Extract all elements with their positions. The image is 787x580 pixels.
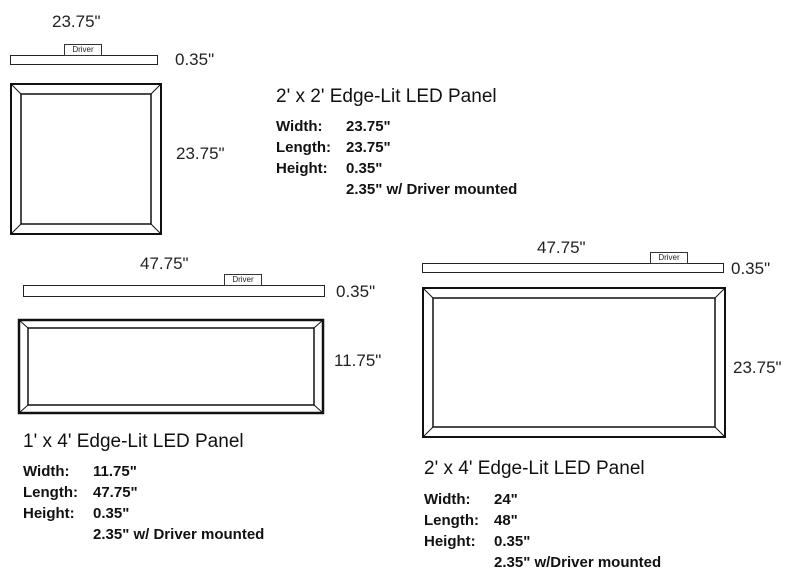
spec-height-driver: 2.35" w/ Driver mounted <box>93 526 265 543</box>
side-profile-bar <box>23 285 325 297</box>
spec-length: Length:48" <box>424 512 518 529</box>
length-dimension-label: 11.75" <box>334 351 382 370</box>
side-profile-bar <box>10 55 158 65</box>
width-dimension-label: 47.75" <box>140 254 189 273</box>
spec-list: Width:23.75" Length:23.75" Height:0.35" … <box>276 116 517 200</box>
driver-box: Driver <box>224 274 262 286</box>
spec-width: Width:11.75" <box>23 463 137 480</box>
driver-box: Driver <box>650 252 688 264</box>
spec-height-driver: 2.35" w/ Driver mounted <box>346 181 518 198</box>
panel-title: 1' x 4' Edge-Lit LED Panel <box>23 431 244 452</box>
panel-title: 2' x 2' Edge-Lit LED Panel <box>276 86 497 107</box>
spec-height-driver: 2.35" w/Driver mounted <box>494 554 662 571</box>
spec-width: Width:23.75" <box>276 118 391 135</box>
panel-top-view <box>10 83 162 235</box>
length-dimension-label: 23.75" <box>176 144 225 163</box>
length-dimension-label: 23.75" <box>733 358 782 377</box>
spec-width: Width:24" <box>424 491 518 508</box>
panel-title: 2' x 4' Edge-Lit LED Panel <box>424 458 645 479</box>
spec-height: Height:0.35" <box>276 160 383 177</box>
width-dimension-label: 23.75" <box>52 12 101 31</box>
spec-height: Height:0.35" <box>424 533 531 550</box>
height-dimension-label: 0.35" <box>336 282 376 301</box>
panel-top-view <box>422 287 726 438</box>
driver-box: Driver <box>64 44 102 56</box>
side-profile-bar <box>422 263 724 273</box>
spec-list: Width:11.75" Length:47.75" Height:0.35" … <box>23 461 264 545</box>
spec-length: Length:23.75" <box>276 139 391 156</box>
spec-height: Height:0.35" <box>23 505 130 522</box>
spec-length: Length:47.75" <box>23 484 138 501</box>
spec-list: Width:24" Length:48" Height:0.35" 2.35" … <box>424 489 661 573</box>
height-dimension-label: 0.35" <box>175 50 215 69</box>
panel-top-view <box>17 318 325 415</box>
height-dimension-label: 0.35" <box>731 259 771 278</box>
width-dimension-label: 47.75" <box>537 238 586 257</box>
